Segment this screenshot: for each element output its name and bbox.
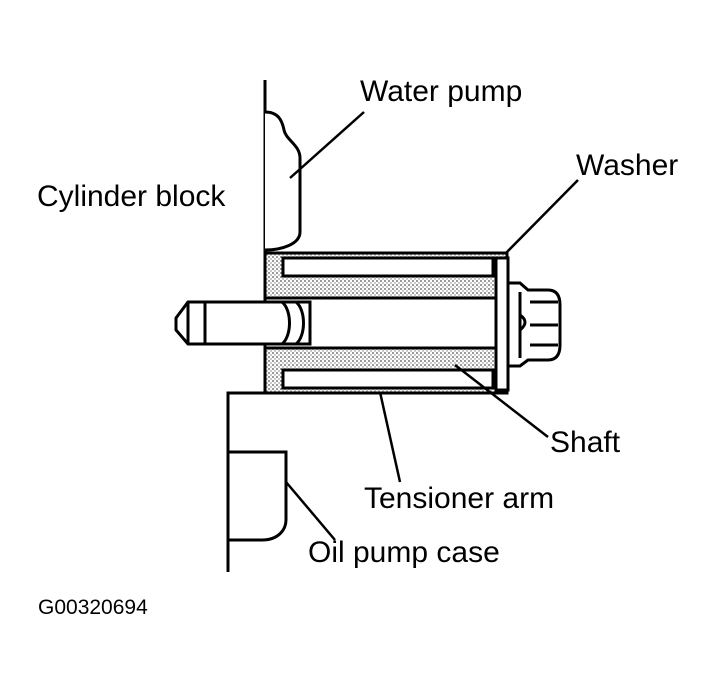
sleeve-lower [281,368,495,390]
figure-code: G00320694 [38,596,148,619]
leader-tensioner-arm [378,391,402,483]
label-water-pump: Water pump [360,75,522,108]
leader-lines [285,111,579,541]
leader-washer [504,179,579,255]
label-tensioner-arm: Tensioner arm [364,482,554,515]
sleeve-upper [281,256,495,278]
bolt-head [506,281,562,368]
water-pump [264,110,302,252]
label-cylinder-block: Cylinder block [37,180,226,213]
leader-water-pump [289,111,365,179]
label-oil-pump-case: Oil pump case [308,536,500,569]
label-washer: Washer [576,149,678,182]
washer [494,256,510,392]
shaft [174,300,312,346]
leader-shaft [454,364,549,438]
oil-pump-case [226,391,496,572]
leader-oil-pump-case [285,481,336,541]
label-shaft: Shaft [550,426,621,459]
